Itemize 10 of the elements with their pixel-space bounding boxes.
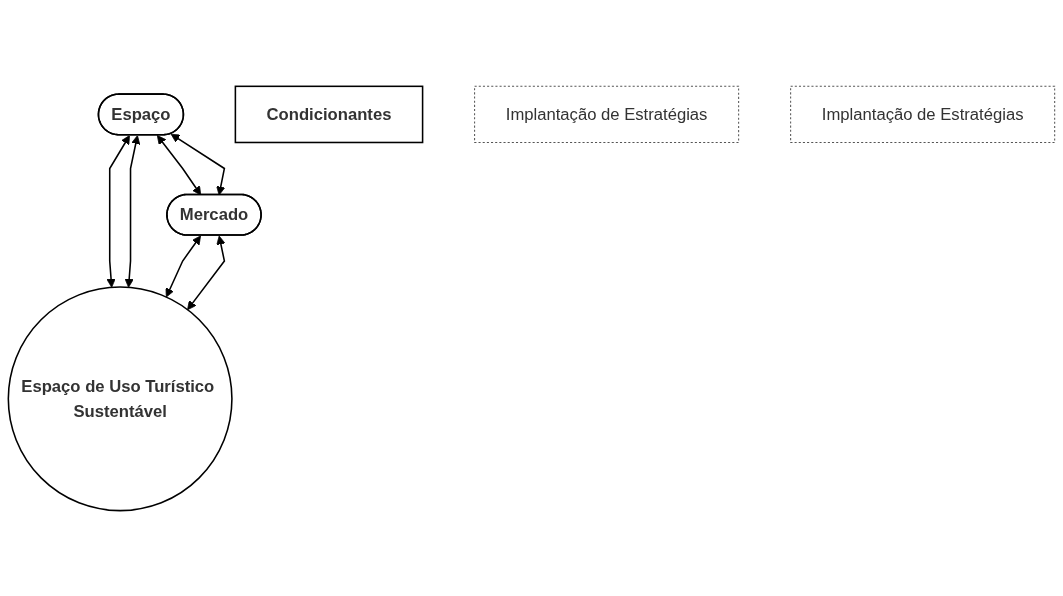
arrow — [165, 235, 201, 297]
node-box: Implantação de Estratégias — [790, 85, 1056, 143]
node-circle: Espaço de Uso Turístico Sustentável — [7, 285, 233, 511]
arrow — [106, 134, 130, 288]
arrow — [124, 134, 141, 288]
arrow — [170, 133, 226, 195]
arrow — [156, 134, 202, 195]
arrow — [187, 235, 226, 310]
node-box: Implantação de Estratégias — [474, 85, 740, 143]
node-box: Condicionantes — [234, 85, 424, 143]
